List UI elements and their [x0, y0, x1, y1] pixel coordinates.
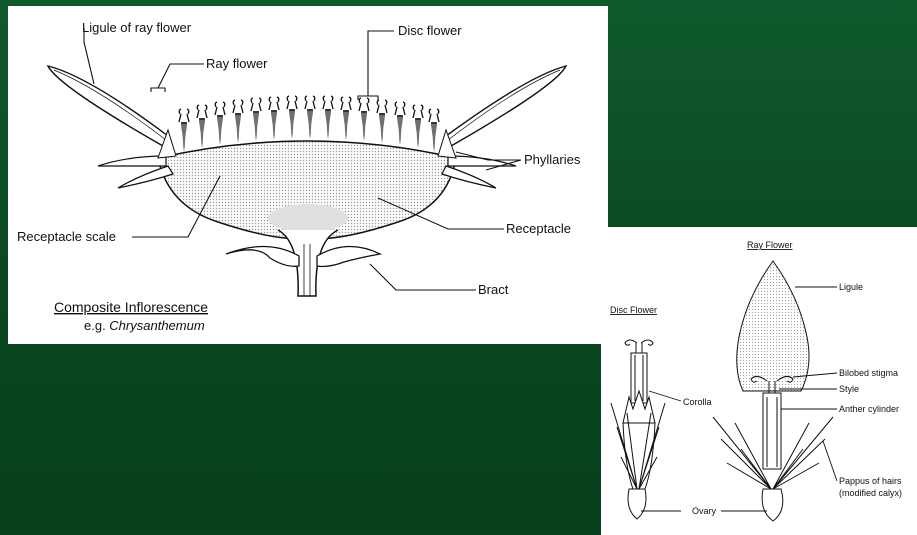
composite-inflorescence-diagram: Ligule of ray flower Ray flower Disc flo… — [8, 6, 608, 344]
flower-detail-diagram: Disc Flower Ray Flower — [601, 227, 917, 535]
ray-flower-drawing — [713, 261, 833, 521]
label-pappus: Pappus of hairs — [839, 476, 902, 486]
label-ovary: Ovary — [692, 506, 717, 516]
label-ray-flower: Ray flower — [206, 56, 268, 71]
caption-example: e.g. Chrysanthemum — [84, 318, 205, 333]
label-pappus-note: (modified calyx) — [839, 488, 902, 498]
label-bilobed-stigma: Bilobed stigma — [839, 368, 898, 378]
label-disc-flower: Disc flower — [398, 23, 462, 38]
disc-flower-drawing — [611, 340, 665, 519]
bract-left-shape — [226, 246, 299, 266]
ligule-left-shape — [48, 66, 168, 146]
ray-flower-title: Ray Flower — [747, 240, 793, 250]
label-style: Style — [839, 384, 859, 394]
ligule-right-shape — [446, 66, 566, 146]
composite-inflorescence-panel: Ligule of ray flower Ray flower Disc flo… — [8, 6, 608, 344]
label-receptacle-scale: Receptacle scale — [17, 229, 116, 244]
caption-title: Composite Inflorescence — [54, 299, 208, 315]
label-phyllaries: Phyllaries — [524, 152, 581, 167]
bract-right-shape — [317, 246, 380, 266]
label-ligule: Ligule — [839, 282, 863, 292]
label-bract: Bract — [478, 282, 509, 297]
label-anther-cylinder: Anther cylinder — [839, 404, 899, 414]
label-corolla: Corolla — [683, 397, 712, 407]
ligule-shape — [737, 261, 809, 391]
label-ligule-of-ray-flower: Ligule of ray flower — [82, 20, 192, 35]
flower-detail-panel: Disc Flower Ray Flower — [601, 227, 917, 535]
disc-flower-title: Disc Flower — [610, 305, 657, 315]
label-receptacle: Receptacle — [506, 221, 571, 236]
